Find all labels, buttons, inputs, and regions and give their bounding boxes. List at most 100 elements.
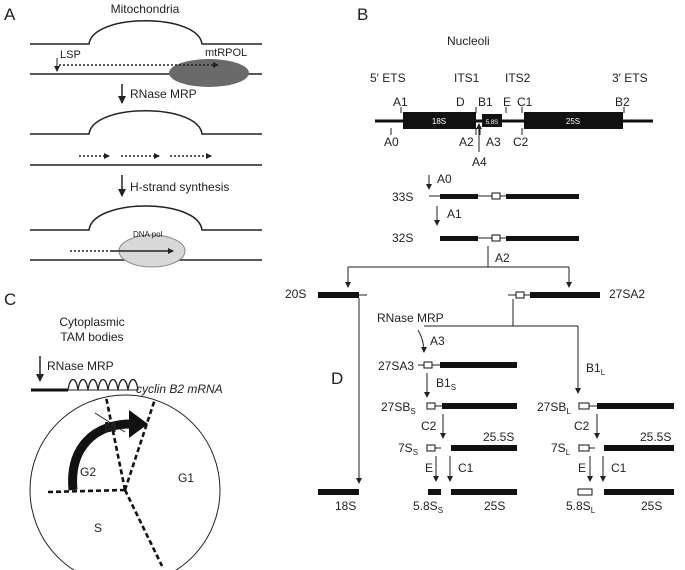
- boundary-g2-s: [47, 488, 126, 494]
- species-27sbl-main: 27SB: [537, 400, 566, 414]
- cell-cycle-progression-arrow: [68, 419, 132, 491]
- species-27sa3: 27SA3: [378, 359, 414, 373]
- tam-title-line1: Cytoplasmic: [59, 315, 124, 329]
- precursor-33s-label: 33S: [392, 190, 413, 204]
- precursor-27sa2-label: 27SA2: [609, 287, 645, 301]
- species-7ss-sub: S: [413, 448, 418, 457]
- species-7ss-main: 7S: [398, 441, 413, 455]
- cleavage-a2-label: A2: [495, 251, 510, 265]
- region-5ets: 5′ ETS: [370, 71, 406, 85]
- rnase-mrp-c-label: RNase MRP: [47, 359, 114, 373]
- precursor-20s-label: 20S: [285, 287, 306, 301]
- gene-18s-label: 18S: [432, 117, 446, 126]
- s27sbs-58s: [426, 402, 436, 410]
- p27sa2-58s: [515, 291, 525, 299]
- rnase-mrp-a3-arrow: [417, 329, 427, 353]
- step-c1-long: C1: [611, 461, 627, 475]
- gene-58s-label: 5.8S: [486, 120, 498, 126]
- species-7sl-sub: L: [566, 448, 571, 457]
- species-27sbl: 27SBL: [537, 400, 571, 416]
- mtrpol-enzyme: [169, 59, 249, 87]
- species-58sl: 5.8SL: [566, 499, 596, 515]
- nucleoli-title: Nucleoli: [447, 34, 490, 48]
- panel-b: B Nucleoli 5′ ETS ITS1 ITS2 3′ ETS 18S 5…: [285, 5, 653, 301]
- species-27sbl-sub: L: [566, 407, 571, 416]
- cyclin-b2-mrna-label: cyclin B2 mRNA: [136, 382, 223, 396]
- step-c1-short: C1: [458, 461, 474, 475]
- species-58ss-main: 5.8S: [413, 499, 438, 513]
- species-58sl-sub: L: [591, 506, 596, 515]
- step-b1s: B1S: [436, 376, 456, 392]
- r25s-short-bar: [451, 489, 517, 495]
- gene-18s: [403, 112, 476, 129]
- site-a0: A0: [384, 135, 399, 149]
- p33s-58s: [491, 192, 501, 200]
- rnase-mrp-step-label: RNase MRP: [130, 87, 197, 101]
- tam-title-line2: TAM bodies: [60, 330, 123, 344]
- cell-cycle-circle: [29, 394, 221, 570]
- site-b1: B1: [478, 95, 493, 109]
- site-a1: A1: [393, 95, 408, 109]
- s27sbl-25s: [597, 403, 674, 409]
- cleavage-a1-label: A1: [447, 207, 462, 221]
- gene-25s: [524, 112, 623, 129]
- region-3ets: 3′ ETS: [612, 71, 648, 85]
- species-25s-short: 25S: [484, 499, 505, 513]
- p20s-bar: [318, 292, 359, 298]
- cleavage-a0-label: A0: [437, 172, 452, 186]
- site-c1: C1: [517, 95, 533, 109]
- step-b1s-sub: S: [451, 383, 456, 392]
- p27sa2-25s: [530, 292, 600, 298]
- species-27sbs-sub: S: [410, 407, 415, 416]
- species-255s-short: 25.5S: [483, 430, 514, 444]
- region-its2: ITS2: [505, 71, 531, 85]
- mtdna-loop-1: [30, 20, 262, 45]
- r18s-label: 18S: [335, 499, 356, 513]
- site-a4: A4: [472, 155, 487, 169]
- boundary-s-g1: [123, 489, 164, 567]
- mitochondria-title: Mitochondria: [111, 2, 180, 16]
- p32s-25s: [506, 236, 579, 241]
- species-27sbs-main: 27SB: [381, 400, 410, 414]
- species-58ss-sub: S: [438, 506, 443, 515]
- gene-25s-label: 25S: [566, 117, 580, 126]
- step-b1s-main: B1: [436, 376, 451, 390]
- phase-m: M: [104, 419, 117, 436]
- mtdna-loop-3: [30, 205, 262, 231]
- s27sbl-58s: [578, 402, 590, 410]
- species-58sl-main: 5.8S: [566, 499, 591, 513]
- step-b1l-sub: L: [601, 368, 606, 377]
- site-a3: A3: [486, 135, 501, 149]
- s7ss-58s: [426, 444, 436, 452]
- boundary-m-start: [104, 396, 127, 491]
- species-58ss: 5.8SS: [413, 499, 443, 515]
- p33s-25s: [506, 194, 579, 199]
- panel-c: C Cytoplasmic TAM bodies RNase MRP cycli…: [4, 290, 223, 570]
- site-a2: A2: [459, 135, 474, 149]
- r58ss-bar: [428, 489, 441, 495]
- phase-s: S: [94, 521, 102, 535]
- r58sl-bar: [577, 488, 593, 496]
- phase-g1: G1: [178, 471, 194, 485]
- r25s-long-bar: [604, 489, 674, 495]
- p32s-58s: [491, 234, 501, 242]
- step-e-short: E: [425, 461, 433, 475]
- s27sbs-25s: [442, 403, 517, 409]
- p33s-18s: [440, 194, 478, 199]
- species-7ss: 7SS: [398, 441, 418, 457]
- progression-arrowhead: [129, 410, 148, 438]
- s7sl-58s: [578, 444, 590, 452]
- panel-c-letter: C: [4, 290, 16, 309]
- panel-b-letter: B: [357, 5, 368, 24]
- site-e: E: [503, 95, 511, 109]
- species-7sl: 7SL: [551, 441, 571, 457]
- step-e-long: E: [578, 461, 586, 475]
- panel-d-letter: D: [331, 369, 343, 388]
- site-d: D: [456, 95, 465, 109]
- s255-short-bar: [451, 445, 517, 451]
- species-255s-long: 25.5S: [640, 430, 671, 444]
- mtrpol-label: mtRPOL: [205, 47, 247, 59]
- mrna-stem-loops: [67, 378, 139, 391]
- mtdna-loop-2: [30, 110, 262, 135]
